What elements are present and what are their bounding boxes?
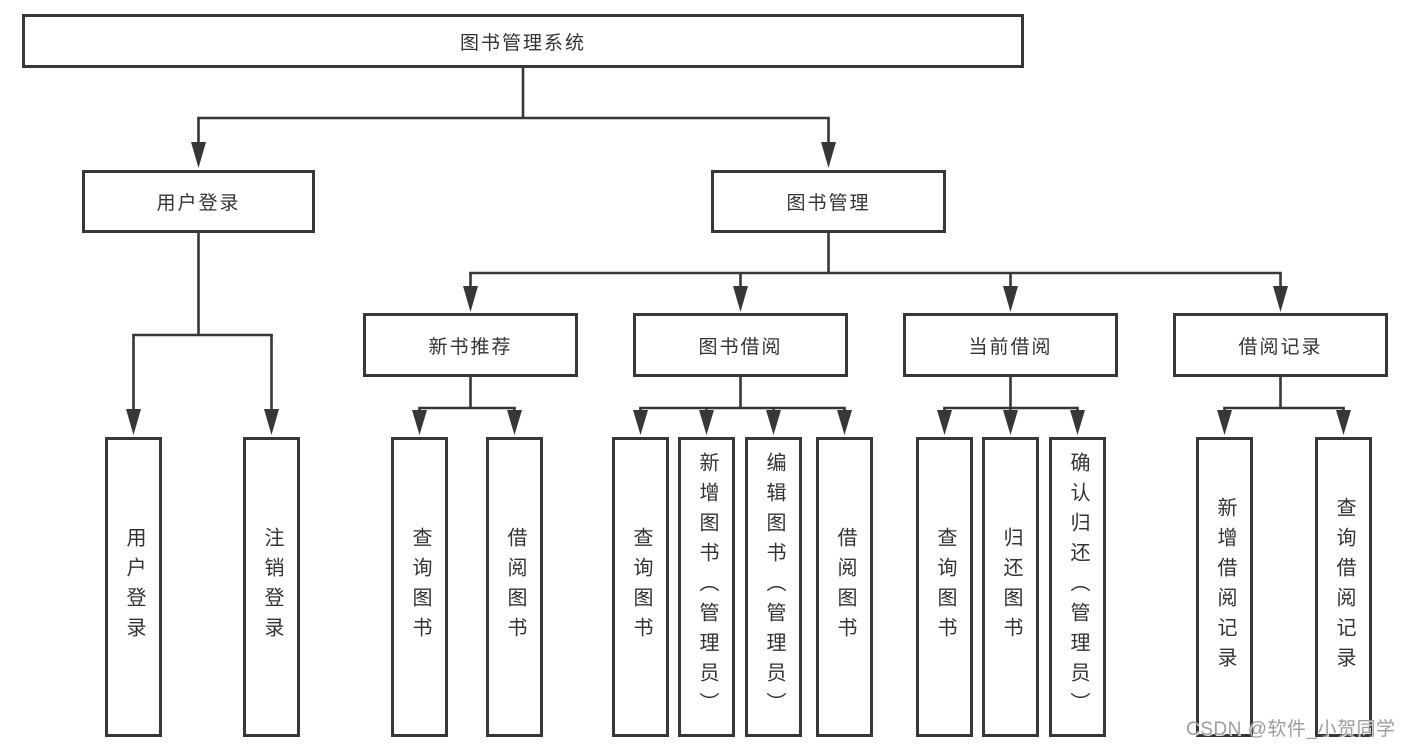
node-label: 新增图书（管理员）: [696, 452, 718, 722]
node-label: 借阅图书: [834, 527, 856, 647]
leaf-borrow-books-recommend: 借阅图书: [486, 437, 543, 737]
node-label: 用户登录: [123, 527, 145, 647]
node-label: 查询图书: [630, 527, 652, 647]
leaf-query-borrow-record: 查询借阅记录: [1315, 437, 1372, 737]
leaf-return-books: 归还图书: [982, 437, 1039, 737]
leaf-query-books-borrow: 查询图书: [612, 437, 669, 737]
leaf-add-borrow-record: 新增借阅记录: [1196, 437, 1253, 737]
node-label: 图书借阅: [698, 336, 783, 358]
node-book-management: 图书管理: [711, 170, 946, 233]
node-label: 用户登录: [156, 193, 241, 214]
leaf-logout: 注销登录: [243, 437, 300, 737]
node-label: 图书管理: [786, 193, 871, 214]
node-label: 当前借阅: [968, 336, 1053, 358]
node-label: 借阅图书: [504, 527, 526, 647]
node-label: 新增借阅记录: [1214, 497, 1236, 677]
node-label: 查询图书: [934, 527, 956, 647]
node-label: 归还图书: [1000, 527, 1022, 647]
node-label: 新书推荐: [428, 336, 513, 358]
leaf-query-books-current: 查询图书: [916, 437, 973, 737]
node-user-login: 用户登录: [82, 170, 315, 233]
node-label: 查询图书: [409, 527, 431, 647]
leaf-user-login: 用户登录: [105, 437, 162, 737]
leaf-add-book-admin: 新增图书（管理员）: [678, 437, 735, 737]
node-label: 借阅记录: [1238, 336, 1323, 358]
leaf-confirm-return-admin: 确认归还（管理员）: [1049, 437, 1106, 737]
node-label: 确认归还（管理员）: [1067, 452, 1089, 722]
leaf-query-books-recommend: 查询图书: [391, 437, 448, 737]
node-new-book-recommend: 新书推荐: [363, 313, 578, 377]
arrowhead-icons: [126, 142, 1351, 435]
leaf-edit-book-admin: 编辑图书（管理员）: [745, 437, 802, 737]
node-book-borrow: 图书借阅: [633, 313, 848, 377]
leaf-borrow-books: 借阅图书: [816, 437, 873, 737]
node-borrow-records: 借阅记录: [1173, 313, 1388, 377]
node-label: 注销登录: [261, 527, 283, 647]
node-label: 图书管理系统: [459, 32, 586, 54]
node-current-borrow: 当前借阅: [903, 313, 1118, 377]
node-label: 查询借阅记录: [1333, 497, 1355, 677]
node-label: 编辑图书（管理员）: [763, 452, 785, 722]
node-root-library-system: 图书管理系统: [22, 14, 1024, 68]
csdn-watermark: CSDN @软件_小贺同学: [1186, 719, 1396, 740]
